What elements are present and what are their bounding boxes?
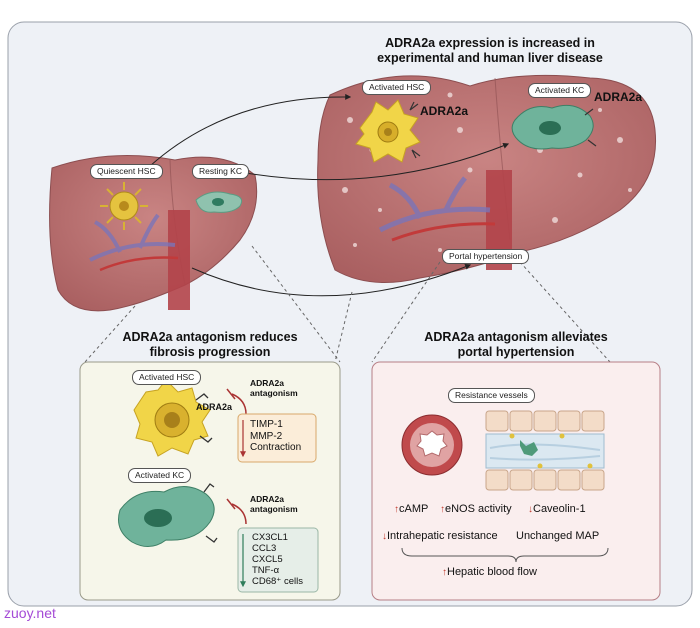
panel-label-adra2a: ADRA2a — [196, 402, 233, 412]
hsc-effects-list: TIMP-1 MMP-2 Contraction — [250, 419, 301, 454]
resting-kc-cell — [195, 191, 243, 213]
up-arrow-icon: ↑ — [442, 567, 447, 578]
hsc-effect-item: Contraction — [250, 442, 302, 453]
kc-effect-item: TNF-α — [252, 565, 280, 576]
effect-blood-flow-text: Hepatic blood flow — [447, 566, 537, 578]
label-adra2a-kc: ADRA2a — [594, 90, 643, 104]
summary-bracket — [401, 547, 609, 563]
panel-label-activated-kc: Activated KC — [128, 468, 192, 483]
panel-label-activated-hsc: Activated HSC — [132, 370, 202, 385]
antagonism-label-hsc: ADRA2a antagonism — [250, 378, 298, 398]
effect-caveolin-text: Caveolin-1 — [533, 503, 586, 515]
quiescent-hsc-cell — [100, 182, 148, 230]
effect-enos-text: eNOS activity — [445, 503, 512, 515]
effect-camp-text: cAMP — [399, 503, 429, 515]
header-line-2: experimental and human liver disease — [377, 51, 603, 65]
effect-enos: ↑eNOS activity — [440, 503, 512, 516]
kc-effect-item: CCL3 — [252, 543, 277, 554]
kc-effect-item: CX3CL1 — [252, 532, 288, 543]
activated-kc-cell — [511, 104, 597, 150]
right-panel-title: ADRA2a antagonism alleviates portal hype… — [382, 330, 650, 360]
left-panel-title-line-2: fibrosis progression — [149, 345, 271, 359]
kc-effects-list: CX3CL1 CCL3 CXCL5 TNF-α CD68⁺ cells — [252, 532, 303, 587]
header-title: ADRA2a expression is increased in experi… — [330, 36, 650, 66]
effect-intrahepatic-text: Intrahepatic resistance — [387, 530, 498, 542]
down-arrow-icon: ↓ — [382, 531, 387, 542]
sinusoid-scheme — [485, 410, 605, 491]
kc-effects-box — [237, 527, 319, 593]
effect-camp: ↑cAMP — [394, 503, 428, 516]
label-resting-kc: Resting KC — [192, 164, 249, 179]
kc-effect-item: CD68⁺ cells — [252, 576, 303, 587]
arrow-portal-hypertension — [191, 263, 472, 297]
label-adra2a-hsc: ADRA2a — [420, 104, 469, 118]
panel-activated-hsc-cell — [133, 379, 213, 457]
left-panel-title: ADRA2a antagonism reduces fibrosis progr… — [92, 330, 328, 360]
label-activated-kc: Activated KC — [528, 83, 592, 98]
right-panel-title-line-1: ADRA2a antagonism alleviates — [424, 330, 608, 344]
inhibitor-line-kc — [231, 503, 247, 525]
kc-effect-item: CXCL5 — [252, 554, 283, 565]
panel-activated-kc-cell — [118, 483, 218, 547]
effect-intrahepatic: ↓Intrahepatic resistance — [382, 530, 498, 543]
antagonism-kc-line-1: ADRA2a — [250, 494, 285, 504]
watermark: zuoy.net — [4, 605, 56, 621]
arrow-hsc-activation — [149, 93, 352, 167]
down-arrow-icon: ↓ — [528, 504, 533, 515]
antagonism-kc-line-2: antagonism — [250, 504, 298, 514]
antagonism-hsc-line-2: antagonism — [250, 388, 298, 398]
hsc-effect-item: MMP-2 — [250, 430, 283, 442]
up-arrow-icon: ↑ — [440, 504, 445, 515]
label-activated-hsc: Activated HSC — [362, 80, 432, 95]
effect-map: Unchanged MAP — [516, 530, 600, 542]
label-quiescent-hsc: Quiescent HSC — [90, 164, 163, 179]
inhibitor-line-hsc — [231, 393, 247, 415]
arrow-kc-activation — [245, 142, 510, 181]
up-arrow-icon: ↑ — [394, 504, 399, 515]
hsc-effect-item: TIMP-1 — [250, 419, 283, 430]
antagonism-label-kc: ADRA2a antagonism — [250, 494, 298, 514]
right-panel-title-line-2: portal hypertension — [457, 345, 575, 359]
hsc-effects-box — [237, 413, 317, 463]
left-panel-title-line-1: ADRA2a antagonism reduces — [122, 330, 298, 344]
activated-hsc-cell — [355, 99, 421, 163]
vessel-cross-section — [401, 414, 463, 476]
header-line-1: ADRA2a expression is increased in — [385, 36, 595, 50]
effect-caveolin: ↓Caveolin-1 — [528, 503, 586, 516]
antagonism-hsc-line-1: ADRA2a — [250, 378, 285, 388]
effect-blood-flow: ↑Hepatic blood flow — [442, 566, 537, 579]
label-portal-hypertension: Portal hypertension — [442, 249, 530, 264]
label-resistance-vessels: Resistance vessels — [448, 388, 535, 403]
